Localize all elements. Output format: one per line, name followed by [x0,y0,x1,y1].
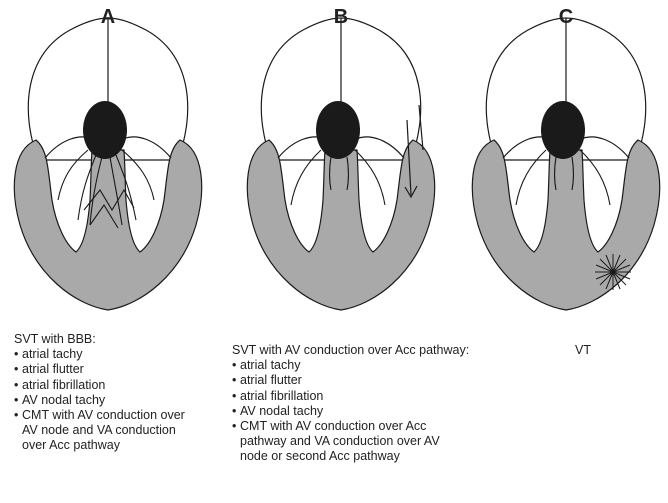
heart-b-ventricle [247,140,434,310]
caption-a-item: atrial tachy [14,347,214,362]
caption-c-title: VT [575,343,635,358]
caption-a-item: atrial fibrillation [14,378,214,393]
heart-a-av-node [83,101,127,159]
caption-c: VT [575,343,635,358]
heart-c-av-node [541,101,585,159]
caption-a-item: atrial flutter [14,362,214,377]
heart-c-vt-focus-starburst [595,254,631,290]
caption-b: SVT with AV conduction over Acc pathway:… [232,343,562,465]
panel-letter-a: A [93,6,123,29]
caption-b-title: SVT with AV conduction over Acc pathway: [232,343,562,358]
heart-c-ventricle [472,140,659,310]
caption-a-item: CMT with AV conduction over AV node and … [14,408,202,454]
caption-b-item: atrial tachy [232,358,562,373]
heart-c [472,18,659,310]
panel-letter-c: C [551,6,581,29]
caption-b-item: AV nodal tachy [232,404,562,419]
heart-a-ventricle [14,140,201,310]
caption-b-item: atrial flutter [232,373,562,388]
caption-b-item: atrial fibrillation [232,389,562,404]
caption-a-list: atrial tachy atrial flutter atrial fibri… [14,347,214,453]
caption-a-title: SVT with BBB: [14,332,214,347]
caption-a: SVT with BBB: atrial tachy atrial flutte… [14,332,214,454]
heart-a [14,18,201,310]
panel-letter-b: B [326,6,356,29]
heart-b [247,18,434,310]
heart-b-av-node [316,101,360,159]
caption-b-item: CMT with AV conduction over Acc pathway … [232,419,445,465]
caption-a-item: AV nodal tachy [14,393,214,408]
caption-b-list: atrial tachy atrial flutter atrial fibri… [232,358,562,464]
